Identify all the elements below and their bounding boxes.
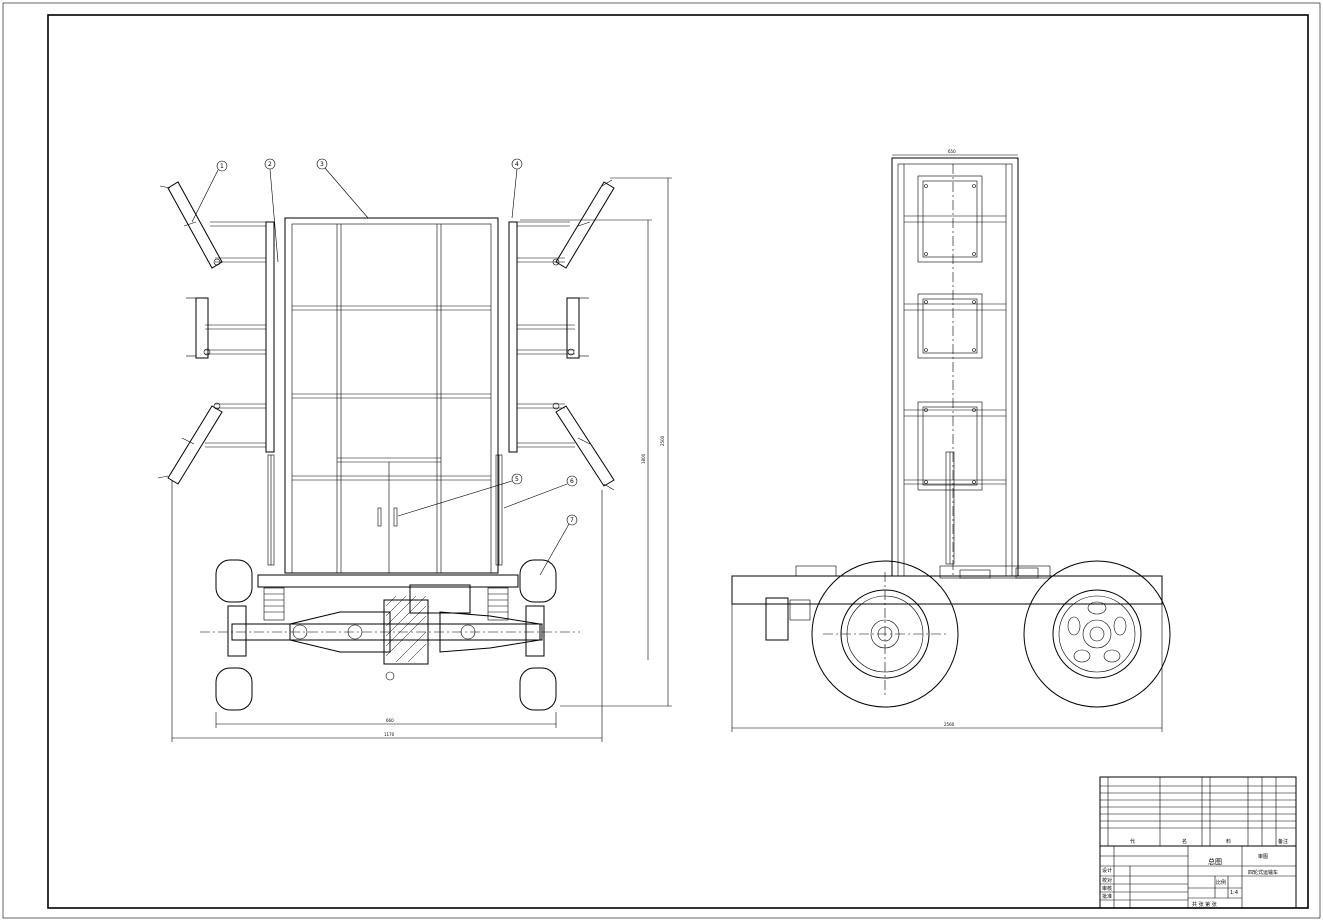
callout-4: 4 (511, 158, 523, 219)
title-header-name: 名 (1182, 838, 1187, 845)
dim-front-width-inner: 660 (386, 718, 394, 723)
title-block: 代 名 料 备注 总图 审图 四轮式运输车 比例 1:4 设计 校对 审核 批 (1099, 776, 1297, 909)
sheet-label: 审图 (1258, 853, 1268, 860)
row-approver: 批准 (1102, 893, 1112, 900)
callout-1: 1 (191, 160, 228, 223)
callout-5: 5 (397, 473, 523, 517)
svg-text:2: 2 (268, 161, 272, 168)
callout-3: 3 (316, 158, 369, 219)
scale-label: 比例 (1216, 879, 1226, 886)
svg-text:7: 7 (570, 517, 574, 524)
svg-text:3: 3 (320, 161, 324, 168)
side-wheel-front (811, 560, 959, 708)
sheet-footer: 共 张 第 张 (1192, 901, 1217, 908)
svg-text:5: 5 (515, 476, 519, 483)
dim-side-length: 2560 (944, 722, 955, 727)
side-wheel-rear (1023, 560, 1171, 708)
callout-7: 7 (539, 514, 578, 576)
svg-text:6: 6 (570, 478, 574, 485)
row-reviewer: 审核 (1102, 885, 1112, 892)
row-designer: 设计 (1102, 867, 1112, 874)
side-view: 650 (731, 149, 1171, 732)
project-name: 四轮式运输车 (1248, 869, 1278, 876)
front-view: 660 1170 2500 1800 1 2 3 4 5 (157, 158, 672, 742)
row-checker: 校对 (1102, 877, 1112, 884)
drawing-title: 总图 (1208, 857, 1222, 866)
dim-side-top-width: 650 (948, 149, 956, 154)
title-header-remark: 备注 (1278, 838, 1288, 845)
svg-text:4: 4 (515, 161, 519, 168)
callout-2: 2 (264, 158, 279, 263)
title-header-material: 料 (1226, 838, 1231, 845)
dim-front-height-inner: 1800 (641, 453, 646, 464)
dim-front-width-outer: 1170 (384, 732, 395, 737)
scale-value: 1:4 (1230, 890, 1238, 896)
dim-front-height-right: 2500 (660, 435, 665, 446)
callout-6: 6 (503, 475, 578, 509)
title-header-code: 代 (1130, 838, 1135, 845)
svg-text:1: 1 (220, 163, 224, 170)
